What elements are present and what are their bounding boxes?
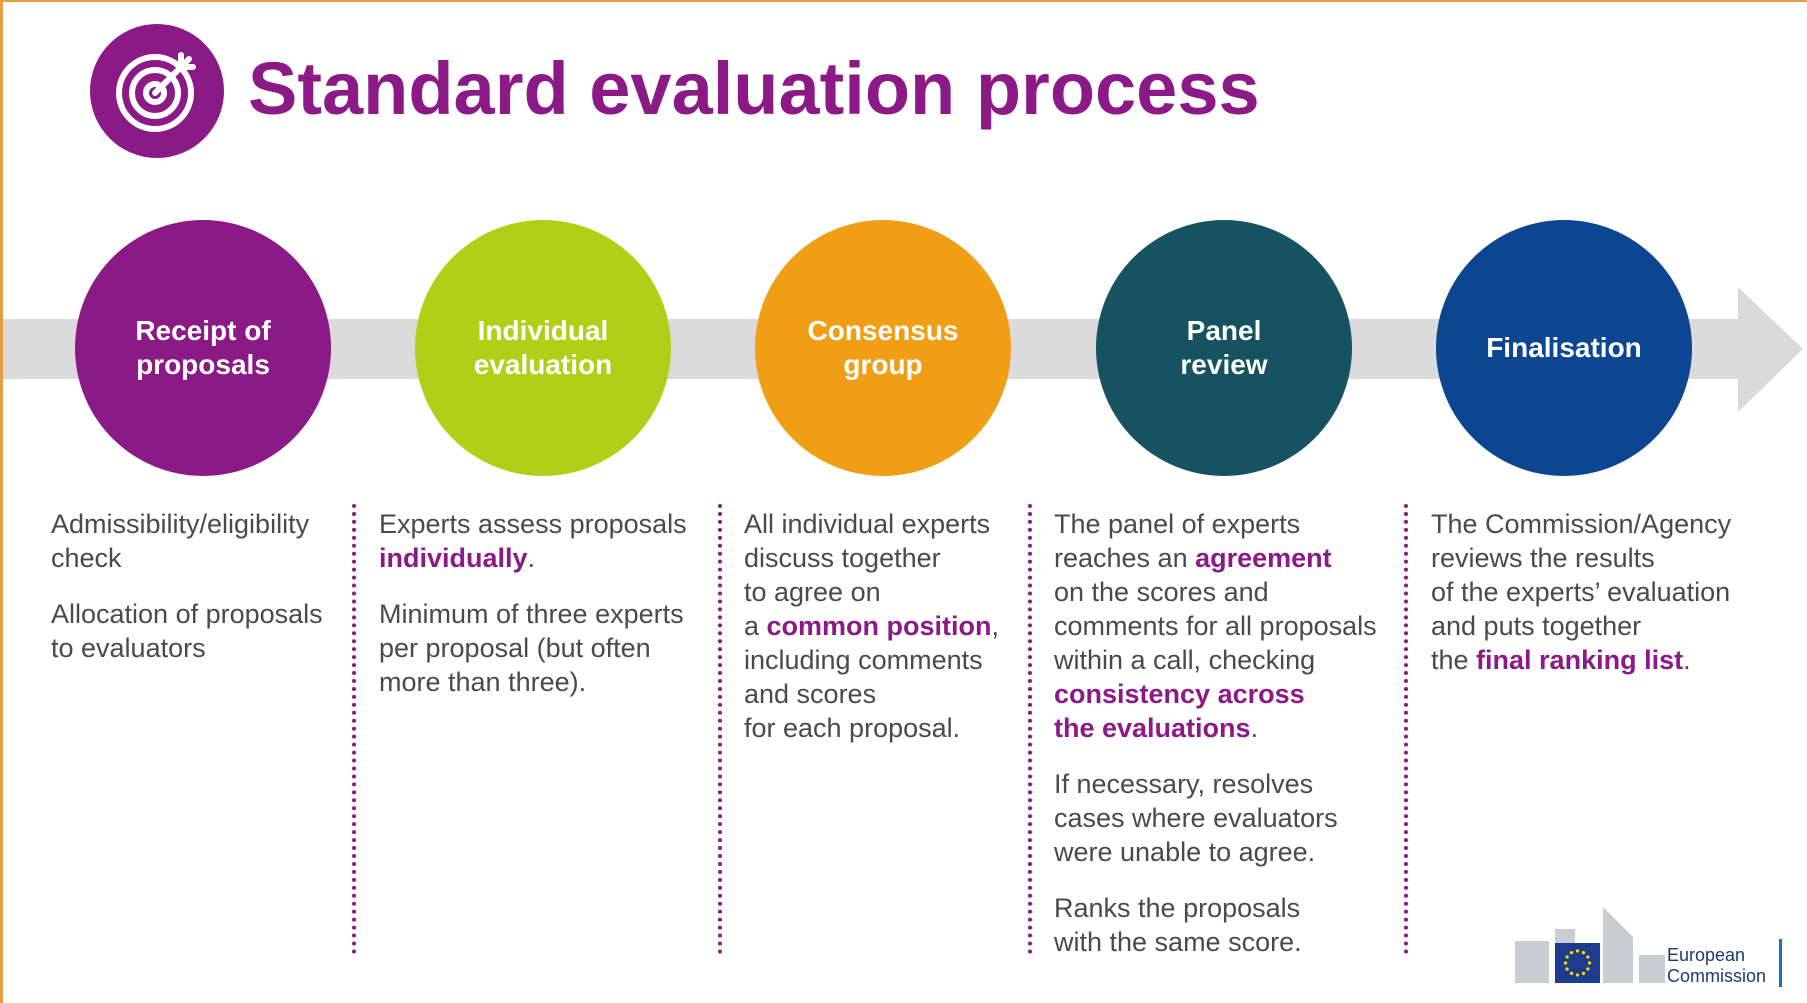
description-text: reaches an: [1054, 543, 1196, 573]
european-commission-text: European Commission: [1667, 945, 1767, 986]
description-text: per proposal (but often: [379, 633, 651, 663]
description-text: cases where evaluators: [1054, 803, 1338, 833]
target-icon-graphic: [116, 52, 196, 132]
description-text: Admissibility/eligibility: [51, 509, 310, 539]
description-text: ,: [991, 611, 1000, 641]
description-text: The panel of experts: [1054, 509, 1301, 539]
description-paragraph: Admissibility/eligibility check: [51, 507, 323, 575]
description-text: to agree on: [744, 577, 881, 607]
eu-star: [1575, 973, 1580, 977]
step-circle-individual-evaluation: Individual evaluation: [415, 220, 671, 476]
highlighted-text: the evaluations: [1054, 713, 1251, 743]
eu-star: [1581, 951, 1586, 955]
step-circle-consensus-group: Consensus group: [755, 220, 1011, 476]
description-text: comments for all proposals: [1054, 611, 1377, 641]
column-divider: [1028, 504, 1032, 954]
description-text: a: [744, 611, 767, 641]
description-text: Allocation of proposals: [51, 599, 323, 629]
eu-star: [1581, 971, 1586, 975]
description-paragraph: Ranks the proposals with the same score.: [1054, 891, 1377, 959]
description-text: .: [1250, 713, 1259, 743]
eu-star: [1569, 971, 1574, 975]
step-circle-finalisation: Finalisation: [1436, 220, 1692, 476]
description-paragraph: If necessary, resolves cases where evalua…: [1054, 767, 1377, 869]
column-divider: [352, 504, 356, 954]
step-description-consensus-group: All individual experts discuss together to…: [744, 507, 999, 767]
highlighted-text: final ranking list: [1476, 645, 1684, 675]
step-label-individual-evaluation: Individual evaluation: [473, 315, 613, 380]
description-text: The Commission/Agency: [1431, 509, 1732, 539]
eu-star: [1565, 955, 1569, 959]
description-paragraph: Minimum of three experts per proposal (bu…: [379, 597, 687, 699]
european-commission-logo: [1515, 907, 1665, 983]
description-text: Ranks the proposals: [1054, 893, 1301, 923]
step-label-consensus-group: Consensus group: [807, 315, 959, 380]
description-paragraph: Experts assess proposals individually.: [379, 507, 687, 575]
description-text: more than three).: [379, 667, 587, 697]
description-text: Experts assess proposals: [379, 509, 687, 539]
description-paragraph: Allocation of proposals to evaluators: [51, 597, 323, 665]
logo-accent-bar: [1779, 939, 1782, 987]
description-paragraph: The panel of experts reaches an agreement…: [1054, 507, 1377, 745]
description-text: with the same score.: [1054, 927, 1302, 957]
step-label-finalisation: Finalisation: [1486, 332, 1642, 363]
step-label-panel-review: Panel review: [1180, 315, 1268, 380]
description-text: to evaluators: [51, 633, 206, 663]
description-text: and scores: [744, 679, 877, 709]
eu-star: [1587, 961, 1592, 965]
description-text: of the experts’ evaluation: [1431, 577, 1731, 607]
step-description-individual-evaluation: Experts assess proposals individually. Min…: [379, 507, 687, 721]
column-divider: [1404, 504, 1408, 954]
eu-star: [1563, 961, 1568, 965]
eu-star: [1586, 955, 1590, 959]
highlighted-text: individually: [379, 543, 528, 573]
description-text: on the scores and: [1054, 577, 1269, 607]
step-circle-panel-review: Panel review: [1096, 220, 1352, 476]
description-text: and puts together: [1431, 611, 1642, 641]
description-text: All individual experts: [744, 509, 991, 539]
eu-star: [1569, 951, 1574, 955]
eu-star: [1586, 967, 1590, 971]
eu-star: [1565, 967, 1569, 971]
page-title: Standard evaluation process: [248, 47, 1260, 130]
description-text: .: [527, 543, 536, 573]
description-text: Minimum of three experts: [379, 599, 684, 629]
description-text: .: [1683, 645, 1691, 675]
step-circle-receipt: Receipt of proposals: [75, 220, 331, 476]
step-description-finalisation: The Commission/Agency reviews the results…: [1431, 507, 1731, 699]
description-text: for each proposal.: [744, 713, 961, 743]
highlighted-text: consistency across: [1054, 679, 1305, 709]
description-text: within a call, checking: [1054, 645, 1316, 675]
description-text: If necessary, resolves: [1054, 769, 1314, 799]
step-description-panel-review: The panel of experts reaches an agreement…: [1054, 507, 1377, 981]
description-text: were unable to agree.: [1054, 837, 1316, 867]
description-text: discuss together: [744, 543, 941, 573]
description-text: reviews the results: [1431, 543, 1655, 573]
description-text: check: [51, 543, 122, 573]
target-icon: [90, 24, 224, 158]
description-paragraph: The Commission/Agency reviews the results…: [1431, 507, 1731, 677]
column-divider: [718, 504, 722, 954]
description-paragraph: All individual experts discuss together to…: [744, 507, 999, 745]
highlighted-text: common position: [766, 611, 992, 641]
description-text: including comments: [744, 645, 983, 675]
step-label-receipt: Receipt of proposals: [135, 315, 271, 380]
highlighted-text: agreement: [1195, 543, 1332, 573]
eu-star: [1575, 949, 1580, 953]
description-text: the: [1431, 645, 1477, 675]
